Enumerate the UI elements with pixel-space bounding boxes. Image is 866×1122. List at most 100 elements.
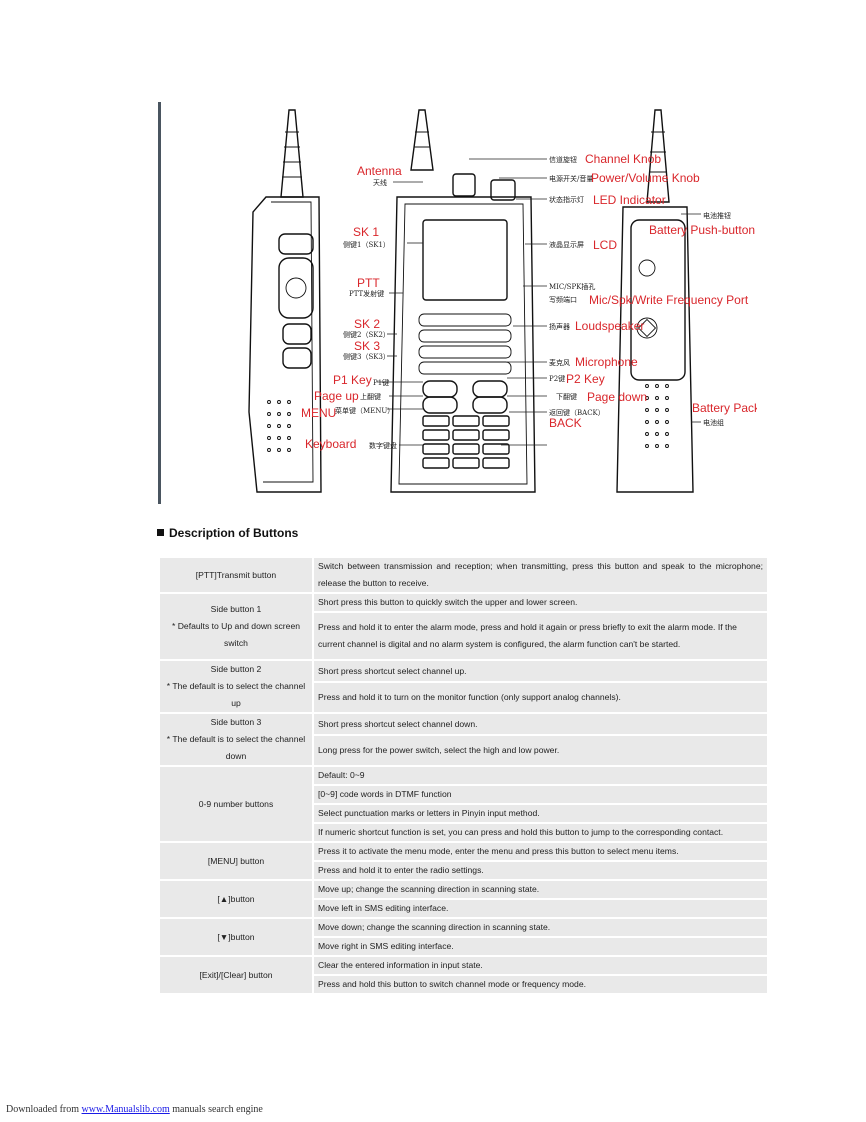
desc-line: Press and hold it to turn on the monitor… bbox=[318, 692, 621, 702]
button-description: Short press shortcut select channel down… bbox=[312, 712, 769, 736]
label-mic-port-cn-2: 写频端口 bbox=[549, 295, 577, 304]
table-row: 0-9 number buttons Default: 0~9 bbox=[158, 765, 769, 843]
label-channel-knob-cn: 信道旋钮 bbox=[549, 155, 577, 164]
desc-line: [0~9] code words in DTMF function bbox=[318, 789, 452, 799]
name-line: [▲]button bbox=[217, 893, 255, 904]
label-back: BACK bbox=[549, 416, 582, 430]
name-line: * Defaults to Up and down screen switch bbox=[171, 621, 301, 648]
button-description: Default: 0~9 bbox=[312, 765, 769, 786]
desc-line: Switch between transmission and receptio… bbox=[318, 561, 763, 588]
button-description: Move up; change the scanning direction i… bbox=[312, 879, 769, 900]
desc-line: If numeric shortcut function is set, you… bbox=[318, 827, 724, 837]
desc-line: Default: 0~9 bbox=[318, 770, 365, 780]
label-back-cn: 返回键（BACK） bbox=[549, 408, 605, 417]
label-antenna-cn: 天线 bbox=[373, 178, 387, 187]
button-name: Side button 1 * Defaults to Up and down … bbox=[158, 592, 314, 661]
name-line: Side button 3 bbox=[210, 717, 262, 727]
label-page-up: Page up bbox=[314, 389, 359, 403]
front-view bbox=[390, 109, 536, 493]
table-row: Long press for the power switch, select … bbox=[159, 734, 769, 767]
bullet-square-icon bbox=[157, 529, 164, 536]
label-battery-pack-cn: 电池组 bbox=[703, 418, 724, 427]
label-ptt-cn: PTT发射键 bbox=[349, 289, 384, 298]
table-row: If numeric shortcut function is set, you… bbox=[159, 822, 769, 843]
label-p2: P2 Key bbox=[566, 372, 605, 386]
label-page-down-cn: 下翻键 bbox=[556, 392, 577, 401]
label-sk2: SK 2 bbox=[354, 317, 380, 331]
label-microphone: Microphone bbox=[575, 355, 638, 369]
name-line: Side button 1 bbox=[210, 604, 262, 614]
section-title: Description of Buttons bbox=[157, 526, 298, 540]
button-description: [0~9] code words in DTMF function bbox=[312, 784, 769, 805]
button-description-table: [PTT]Transmit button Switch between tran… bbox=[158, 556, 769, 995]
button-description: Switch between transmission and receptio… bbox=[312, 556, 769, 594]
table-row: Press and hold it to turn on the monitor… bbox=[159, 681, 769, 714]
table-row: Select punctuation marks or letters in P… bbox=[159, 803, 769, 824]
table-row: Move right in SMS editing interface. bbox=[159, 936, 769, 957]
label-lcd: LCD bbox=[593, 238, 617, 252]
button-name: [PTT]Transmit button bbox=[158, 556, 314, 594]
label-page-up-cn: 上翻键 bbox=[360, 392, 381, 401]
table-row: [PTT]Transmit button Switch between tran… bbox=[158, 556, 769, 594]
name-line: * The default is to select the channel u… bbox=[166, 681, 306, 708]
label-loudspeaker: Loudspeaker bbox=[575, 319, 644, 333]
label-page-down: Page down bbox=[587, 390, 647, 404]
table-row: Move left in SMS editing interface. bbox=[159, 898, 769, 919]
desc-line: Move left in SMS editing interface. bbox=[318, 903, 449, 913]
table-row: Side button 3 * The default is to select… bbox=[158, 712, 769, 767]
button-description: Select punctuation marks or letters in P… bbox=[312, 803, 769, 824]
label-sk1-cn: 侧键1（SK1） bbox=[343, 240, 390, 249]
back-view-right bbox=[616, 109, 694, 493]
section-title-text: Description of Buttons bbox=[169, 526, 299, 540]
button-description: Press and hold this button to switch cha… bbox=[312, 974, 769, 995]
name-line: [PTT]Transmit button bbox=[195, 569, 277, 580]
desc-line: Short press shortcut select channel up. bbox=[318, 665, 467, 676]
button-description: Press and hold it to enter the alarm mod… bbox=[312, 611, 769, 661]
footer-prefix: Downloaded from bbox=[6, 1104, 82, 1115]
label-battery-push-cn: 电池推钮 bbox=[703, 211, 731, 220]
table-row: [▼]button Move down; change the scanning… bbox=[158, 917, 769, 957]
desc-line: Move up; change the scanning direction i… bbox=[318, 884, 540, 894]
desc-line: Press it to activate the menu mode, ente… bbox=[318, 846, 679, 856]
label-led-cn: 状态指示灯 bbox=[549, 195, 584, 204]
name-line: Side button 2 bbox=[210, 664, 262, 674]
footer-suffix: manuals search engine bbox=[169, 1104, 263, 1115]
label-mic-port: Mic/Spk/Write Frequency Port bbox=[589, 293, 749, 307]
table-row: [0~9] code words in DTMF function bbox=[159, 784, 769, 805]
table-row: Press and hold this button to switch cha… bbox=[159, 974, 769, 995]
button-description: Move down; change the scanning direction… bbox=[312, 917, 769, 938]
desc-line: Press and hold this button to switch cha… bbox=[318, 979, 586, 989]
button-description: Short press this button to quickly switc… bbox=[312, 592, 769, 613]
label-sk3: SK 3 bbox=[354, 339, 380, 353]
button-description: Long press for the power switch, select … bbox=[312, 734, 769, 767]
label-menu: MENU bbox=[301, 406, 336, 420]
table-row: [Exit]/[Clear] button Clear the entered … bbox=[158, 955, 769, 995]
label-keyboard: Keyboard bbox=[305, 437, 356, 451]
button-name: Side button 3 * The default is to select… bbox=[158, 712, 314, 767]
desc-line: Long press for the power switch, select … bbox=[318, 745, 560, 755]
footer: Downloaded from www.Manualslib.com manua… bbox=[6, 1104, 263, 1115]
button-name: 0-9 number buttons bbox=[158, 765, 314, 843]
button-name: [Exit]/[Clear] button bbox=[158, 955, 314, 995]
label-ptt: PTT bbox=[357, 276, 380, 290]
label-p2-cn: P2键 bbox=[549, 374, 565, 383]
desc-line: Short press this button to quickly switc… bbox=[318, 597, 578, 607]
desc-line: Move down; change the scanning direction… bbox=[318, 922, 551, 932]
button-description: Move left in SMS editing interface. bbox=[312, 898, 769, 919]
button-name: [MENU] button bbox=[158, 841, 314, 881]
button-name: [▼]button bbox=[158, 917, 314, 957]
button-description: If numeric shortcut function is set, you… bbox=[312, 822, 769, 843]
label-channel-knob: Channel Knob bbox=[585, 152, 661, 166]
desc-line: Move right in SMS editing interface. bbox=[318, 941, 454, 951]
radio-diagram: Antenna SK 1 PTT SK 2 SK 3 P1 Key Page u… bbox=[158, 102, 757, 504]
side-view-left bbox=[248, 109, 322, 493]
button-name: [▲]button bbox=[158, 879, 314, 919]
button-description: Press it to activate the menu mode, ente… bbox=[312, 841, 769, 862]
label-sk1: SK 1 bbox=[353, 225, 379, 239]
desc-line: Select punctuation marks or letters in P… bbox=[318, 808, 540, 818]
label-loudspeaker-cn: 扬声器 bbox=[549, 322, 570, 331]
desc-line: Press and hold it to enter the alarm mod… bbox=[318, 622, 737, 649]
name-line: 0-9 number buttons bbox=[198, 798, 274, 809]
manualslib-link[interactable]: www.Manualslib.com bbox=[81, 1104, 170, 1115]
name-line: [Exit]/[Clear] button bbox=[199, 969, 273, 980]
